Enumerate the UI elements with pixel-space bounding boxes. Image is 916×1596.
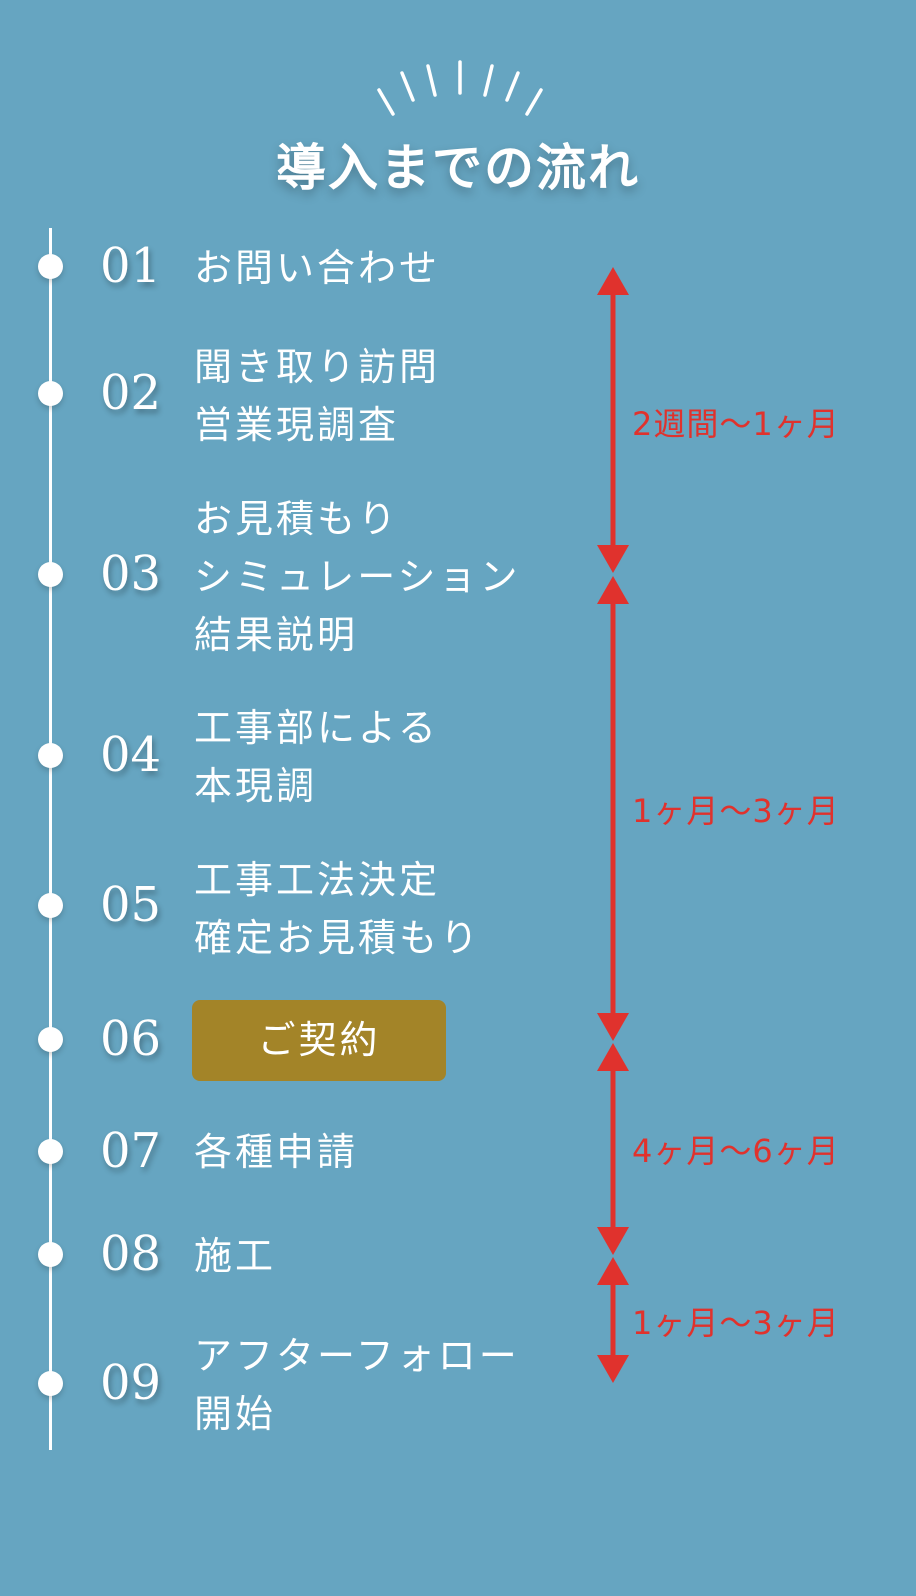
step-number-07: 07 (100, 1123, 162, 1179)
timeline-dot-05 (38, 893, 63, 918)
step-line: 聞き取り訪問 (194, 345, 441, 389)
timeline-dot-08 (38, 1242, 63, 1267)
timeline-line (49, 228, 52, 1450)
step-line: シミュレーション (194, 555, 521, 599)
step-line: 営業現調査 (194, 403, 400, 447)
step-label-03: お見積もり シミュレーション 結果説明 (194, 490, 520, 664)
timeline-dot-04 (38, 743, 63, 768)
step-label-04: 工事部による 本現調 (194, 699, 439, 815)
step-label-09: アフターフォロー 開始 (194, 1327, 520, 1443)
step-line: アフターフォロー (194, 1334, 520, 1378)
burst-decoration-icon (377, 60, 543, 116)
step-number-08: 08 (100, 1226, 162, 1282)
step-label-05: 工事工法決定 確定お見積もり (194, 851, 481, 967)
timeline-dot-02 (38, 381, 63, 406)
step-number-05: 05 (100, 877, 162, 933)
duration-arrow-4 (597, 1257, 629, 1383)
timeline-dot-01 (38, 254, 63, 279)
step-line: お問い合わせ (194, 246, 441, 290)
step-number-03: 03 (100, 546, 162, 602)
arrow-head-up-icon (597, 1043, 629, 1071)
step-line: 工事部による (194, 706, 439, 750)
page-title: 導入までの流れ (276, 139, 640, 197)
step-line: 施工 (194, 1234, 277, 1278)
arrow-head-down-icon (597, 545, 629, 573)
step-number-02: 02 (100, 365, 162, 421)
duration-arrow-1 (597, 267, 629, 573)
timeline-dot-09 (38, 1371, 63, 1396)
arrow-head-down-icon (597, 1227, 629, 1255)
duration-arrow-3 (597, 1043, 629, 1255)
step-label-07: 各種申請 (194, 1123, 358, 1181)
step-number-09: 09 (100, 1355, 162, 1411)
arrow-head-down-icon (597, 1013, 629, 1041)
contract-button[interactable]: ご契約 (192, 1000, 446, 1081)
timeline-dot-07 (38, 1139, 63, 1164)
step-line: 結果説明 (194, 613, 359, 657)
duration-label-3: 4ヶ月〜6ヶ月 (632, 1132, 840, 1170)
step-line: 本現調 (194, 764, 318, 808)
step-label-08: 施工 (194, 1227, 276, 1285)
duration-label-2: 1ヶ月〜3ヶ月 (632, 792, 840, 830)
step-number-01: 01 (100, 238, 162, 294)
duration-label-4: 1ヶ月〜3ヶ月 (632, 1304, 840, 1342)
step-number-06: 06 (100, 1011, 162, 1067)
arrow-head-down-icon (597, 1355, 629, 1383)
step-line: 確定お見積もり (194, 916, 482, 960)
timeline-dot-06 (38, 1027, 63, 1052)
step-line: 各種申請 (194, 1130, 359, 1174)
step-line: 工事工法決定 (194, 858, 441, 902)
arrow-head-up-icon (597, 576, 629, 604)
timeline-dot-03 (38, 562, 63, 587)
step-label-01: お問い合わせ (194, 239, 440, 297)
duration-label-1: 2週間〜1ヶ月 (632, 405, 840, 443)
arrow-head-up-icon (597, 1257, 629, 1285)
step-label-02: 聞き取り訪問 営業現調査 (194, 338, 440, 454)
step-line: お見積もり (194, 497, 400, 541)
arrow-head-up-icon (597, 267, 629, 295)
duration-arrow-2 (597, 576, 629, 1041)
step-line: 開始 (194, 1392, 277, 1436)
step-number-04: 04 (100, 727, 162, 783)
